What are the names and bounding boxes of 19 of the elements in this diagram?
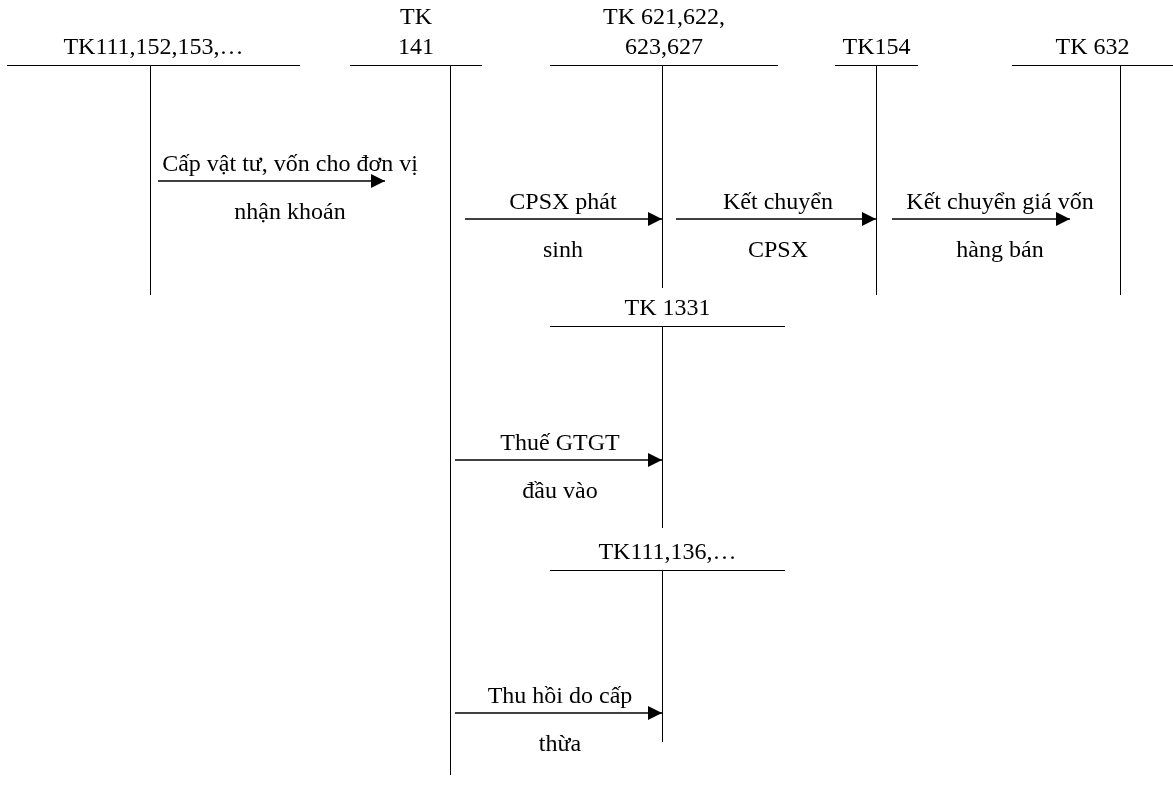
arrow (891, 212, 1071, 226)
account-name: TK111,136,… (598, 537, 737, 566)
edge-label: Kết chuyển giá vốn hàng bán (905, 187, 1095, 264)
arrow (454, 453, 663, 467)
arrow (675, 212, 877, 226)
edge-label: CPSX phát sinh (508, 187, 618, 264)
arrow (454, 706, 663, 720)
account-name: TK154 (842, 32, 911, 61)
edge-label: Kết chuyển CPSX (722, 187, 834, 264)
edge-label: Thuế GTGT đầu vào (499, 428, 621, 505)
arrow (464, 212, 663, 226)
edge-label: Cấp vật tư, vốn cho đơn vị nhận khoán (161, 149, 419, 226)
account-name: TK 621,622, 623,627 (602, 2, 726, 61)
account-name: TK 1331 (624, 293, 711, 322)
arrow (157, 174, 386, 188)
account-name: TK111,152,153,… (63, 32, 244, 61)
account-name: TK 632 (1055, 32, 1130, 61)
edge-label: Thu hồi do cấp thừa (487, 681, 633, 758)
account-name: TK 141 (397, 2, 435, 61)
